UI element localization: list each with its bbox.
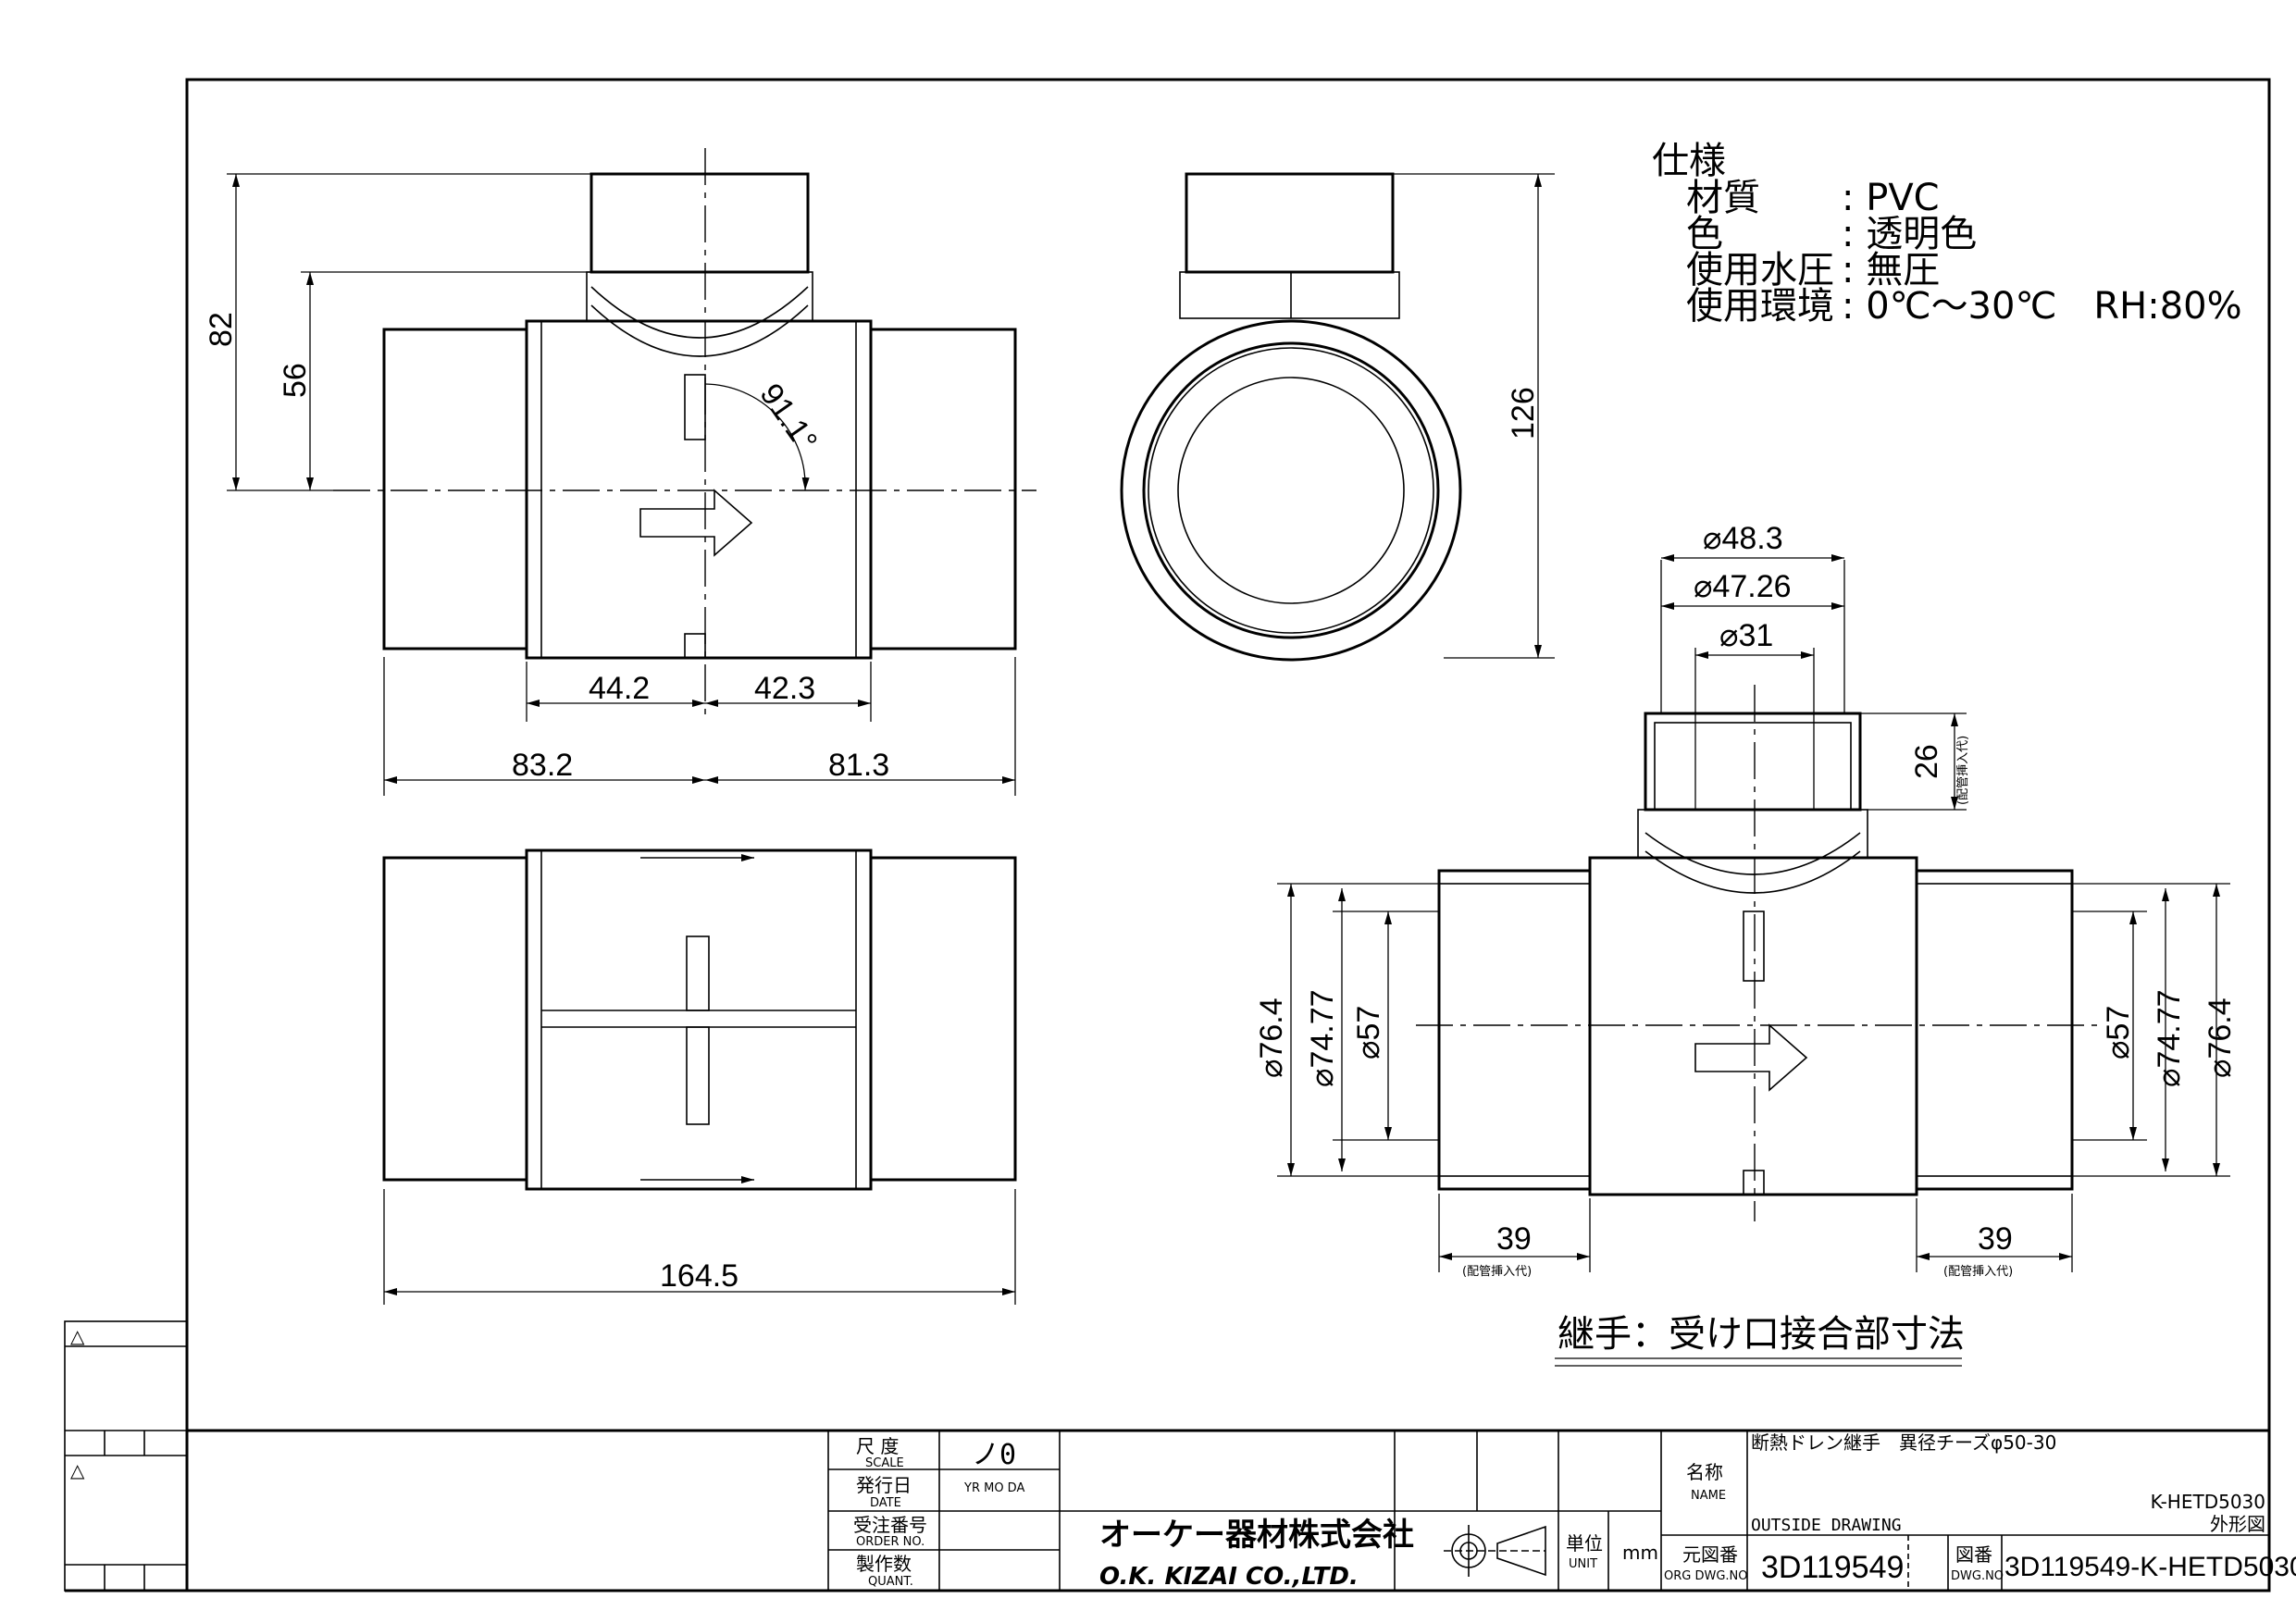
spec-label: 色	[1686, 213, 1723, 255]
unit-label: 単位	[1566, 1532, 1603, 1555]
model-number: K-HETD5030	[2151, 1491, 2265, 1513]
dim-56: 56	[278, 363, 313, 398]
revision-triangle-icon: △	[70, 1459, 85, 1481]
scale-label-en: SCALE	[865, 1456, 904, 1470]
name-label: 名称	[1686, 1461, 1723, 1483]
date-label: 発行日	[856, 1474, 912, 1496]
dim-d57-right: ⌀57	[2101, 1006, 2136, 1059]
spec-label: 材質	[1686, 177, 1760, 219]
dim-26-note: (配管挿入代)	[1956, 736, 1970, 805]
date-value: YR MO DA	[963, 1481, 1024, 1495]
dim-164-5: 164.5	[660, 1258, 738, 1294]
dwg-label: 図番	[1955, 1543, 1992, 1566]
dim-83-2: 83.2	[512, 748, 573, 783]
dim-angle: 91.1°	[752, 378, 824, 458]
dim-d31: ⌀31	[1719, 618, 1773, 653]
dim-d74-77-left: ⌀74.77	[1305, 989, 1340, 1087]
dwg-number: 3D119549-K-HETD5030	[2004, 1552, 2296, 1582]
spec-value: : 透明色	[1842, 213, 1977, 255]
dim-d47-26: ⌀47.26	[1694, 569, 1792, 604]
dim-39-left: 39	[1496, 1221, 1532, 1257]
company-logo-jp: オーケー器材株式会社	[1099, 1517, 1414, 1554]
revision-block: △ △	[64, 1320, 188, 1592]
dim-39-note: (配管挿入代)	[1943, 1265, 2013, 1279]
dim-82: 82	[204, 312, 239, 347]
drawing-type-jp: 外形図	[2210, 1513, 2265, 1535]
dwg-label-en: DWG.NO	[1951, 1569, 2004, 1583]
dim-42-3: 42.3	[754, 671, 815, 706]
unit-label-en: UNIT	[1569, 1557, 1597, 1571]
spec-label: 使用水圧	[1686, 249, 1834, 291]
dim-d76-4-right: ⌀76.4	[2203, 997, 2238, 1078]
product-name: 断熱ドレン継手 異径チーズφ50-30	[1751, 1431, 2056, 1454]
org-dwg-label: 元図番	[1682, 1543, 1738, 1566]
specifications: 仕様 材質 : PVC 色 : 透明色 使用水圧 : 無圧 使用環境 : 0℃～…	[1652, 140, 2242, 328]
dim-26: 26	[1909, 744, 1944, 779]
name-label-en: NAME	[1691, 1489, 1726, 1503]
bottom-view: 164.5	[382, 849, 1017, 1305]
flow-arrow-icon	[639, 489, 753, 557]
scale-value: ノ0	[972, 1439, 1016, 1471]
quantity-label: 製作数	[856, 1553, 912, 1575]
dim-39-right: 39	[1978, 1221, 2013, 1257]
scale-label: 尺 度	[856, 1435, 899, 1457]
company-logo-en: O.K. KIZAI CO.,LTD.	[1099, 1563, 1359, 1591]
org-dwg-number: 3D119549	[1761, 1550, 1904, 1585]
dim-d76-4-left: ⌀76.4	[1254, 997, 1289, 1078]
dim-126: 126	[1506, 387, 1541, 440]
quantity-label-en: QUANT.	[868, 1575, 913, 1589]
flow-arrow-icon	[1694, 1023, 1808, 1092]
org-dwg-label-en: ORG DWG.NO	[1664, 1569, 1748, 1583]
section-caption: 継手：受け口接合部寸法	[1558, 1313, 1965, 1356]
revision-triangle-icon: △	[70, 1325, 85, 1347]
spec-value: : PVC	[1842, 177, 1940, 219]
dim-d74-77-right: ⌀74.77	[2152, 989, 2187, 1087]
section-view: ⌀48.3 ⌀47.26 ⌀31 26 (配管挿入代) ⌀76.4 ⌀74.77…	[1254, 521, 2238, 1367]
dim-44-2: 44.2	[589, 671, 650, 706]
side-view: 126	[1120, 172, 1555, 662]
dim-d48-3: ⌀48.3	[1703, 521, 1783, 556]
dim-d57-left: ⌀57	[1351, 1006, 1386, 1059]
dim-81-3: 81.3	[828, 748, 889, 783]
spec-value: : 0℃～30℃ RH:80%	[1842, 285, 2242, 328]
spec-heading: 仕様	[1652, 140, 1726, 182]
date-label-en: DATE	[870, 1496, 901, 1510]
drawing-type-en: OUTSIDE DRAWING	[1751, 1516, 1902, 1535]
order-no-label: 受注番号	[853, 1514, 927, 1536]
front-view: 91.1° 82 56 44.2 42.3 83.2 81.3	[204, 148, 1036, 796]
spec-value: : 無圧	[1842, 249, 1940, 291]
title-block: 尺 度 SCALE ノ0 発行日 DATE YR MO DA 受注番号 ORDE…	[65, 1429, 2296, 1592]
dim-39-note: (配管挿入代)	[1462, 1265, 1532, 1279]
order-no-label-en: ORDER NO.	[856, 1535, 925, 1549]
third-angle-projection-icon	[1444, 1525, 1546, 1577]
unit-value: mm	[1622, 1542, 1658, 1564]
spec-label: 使用環境	[1686, 285, 1834, 328]
